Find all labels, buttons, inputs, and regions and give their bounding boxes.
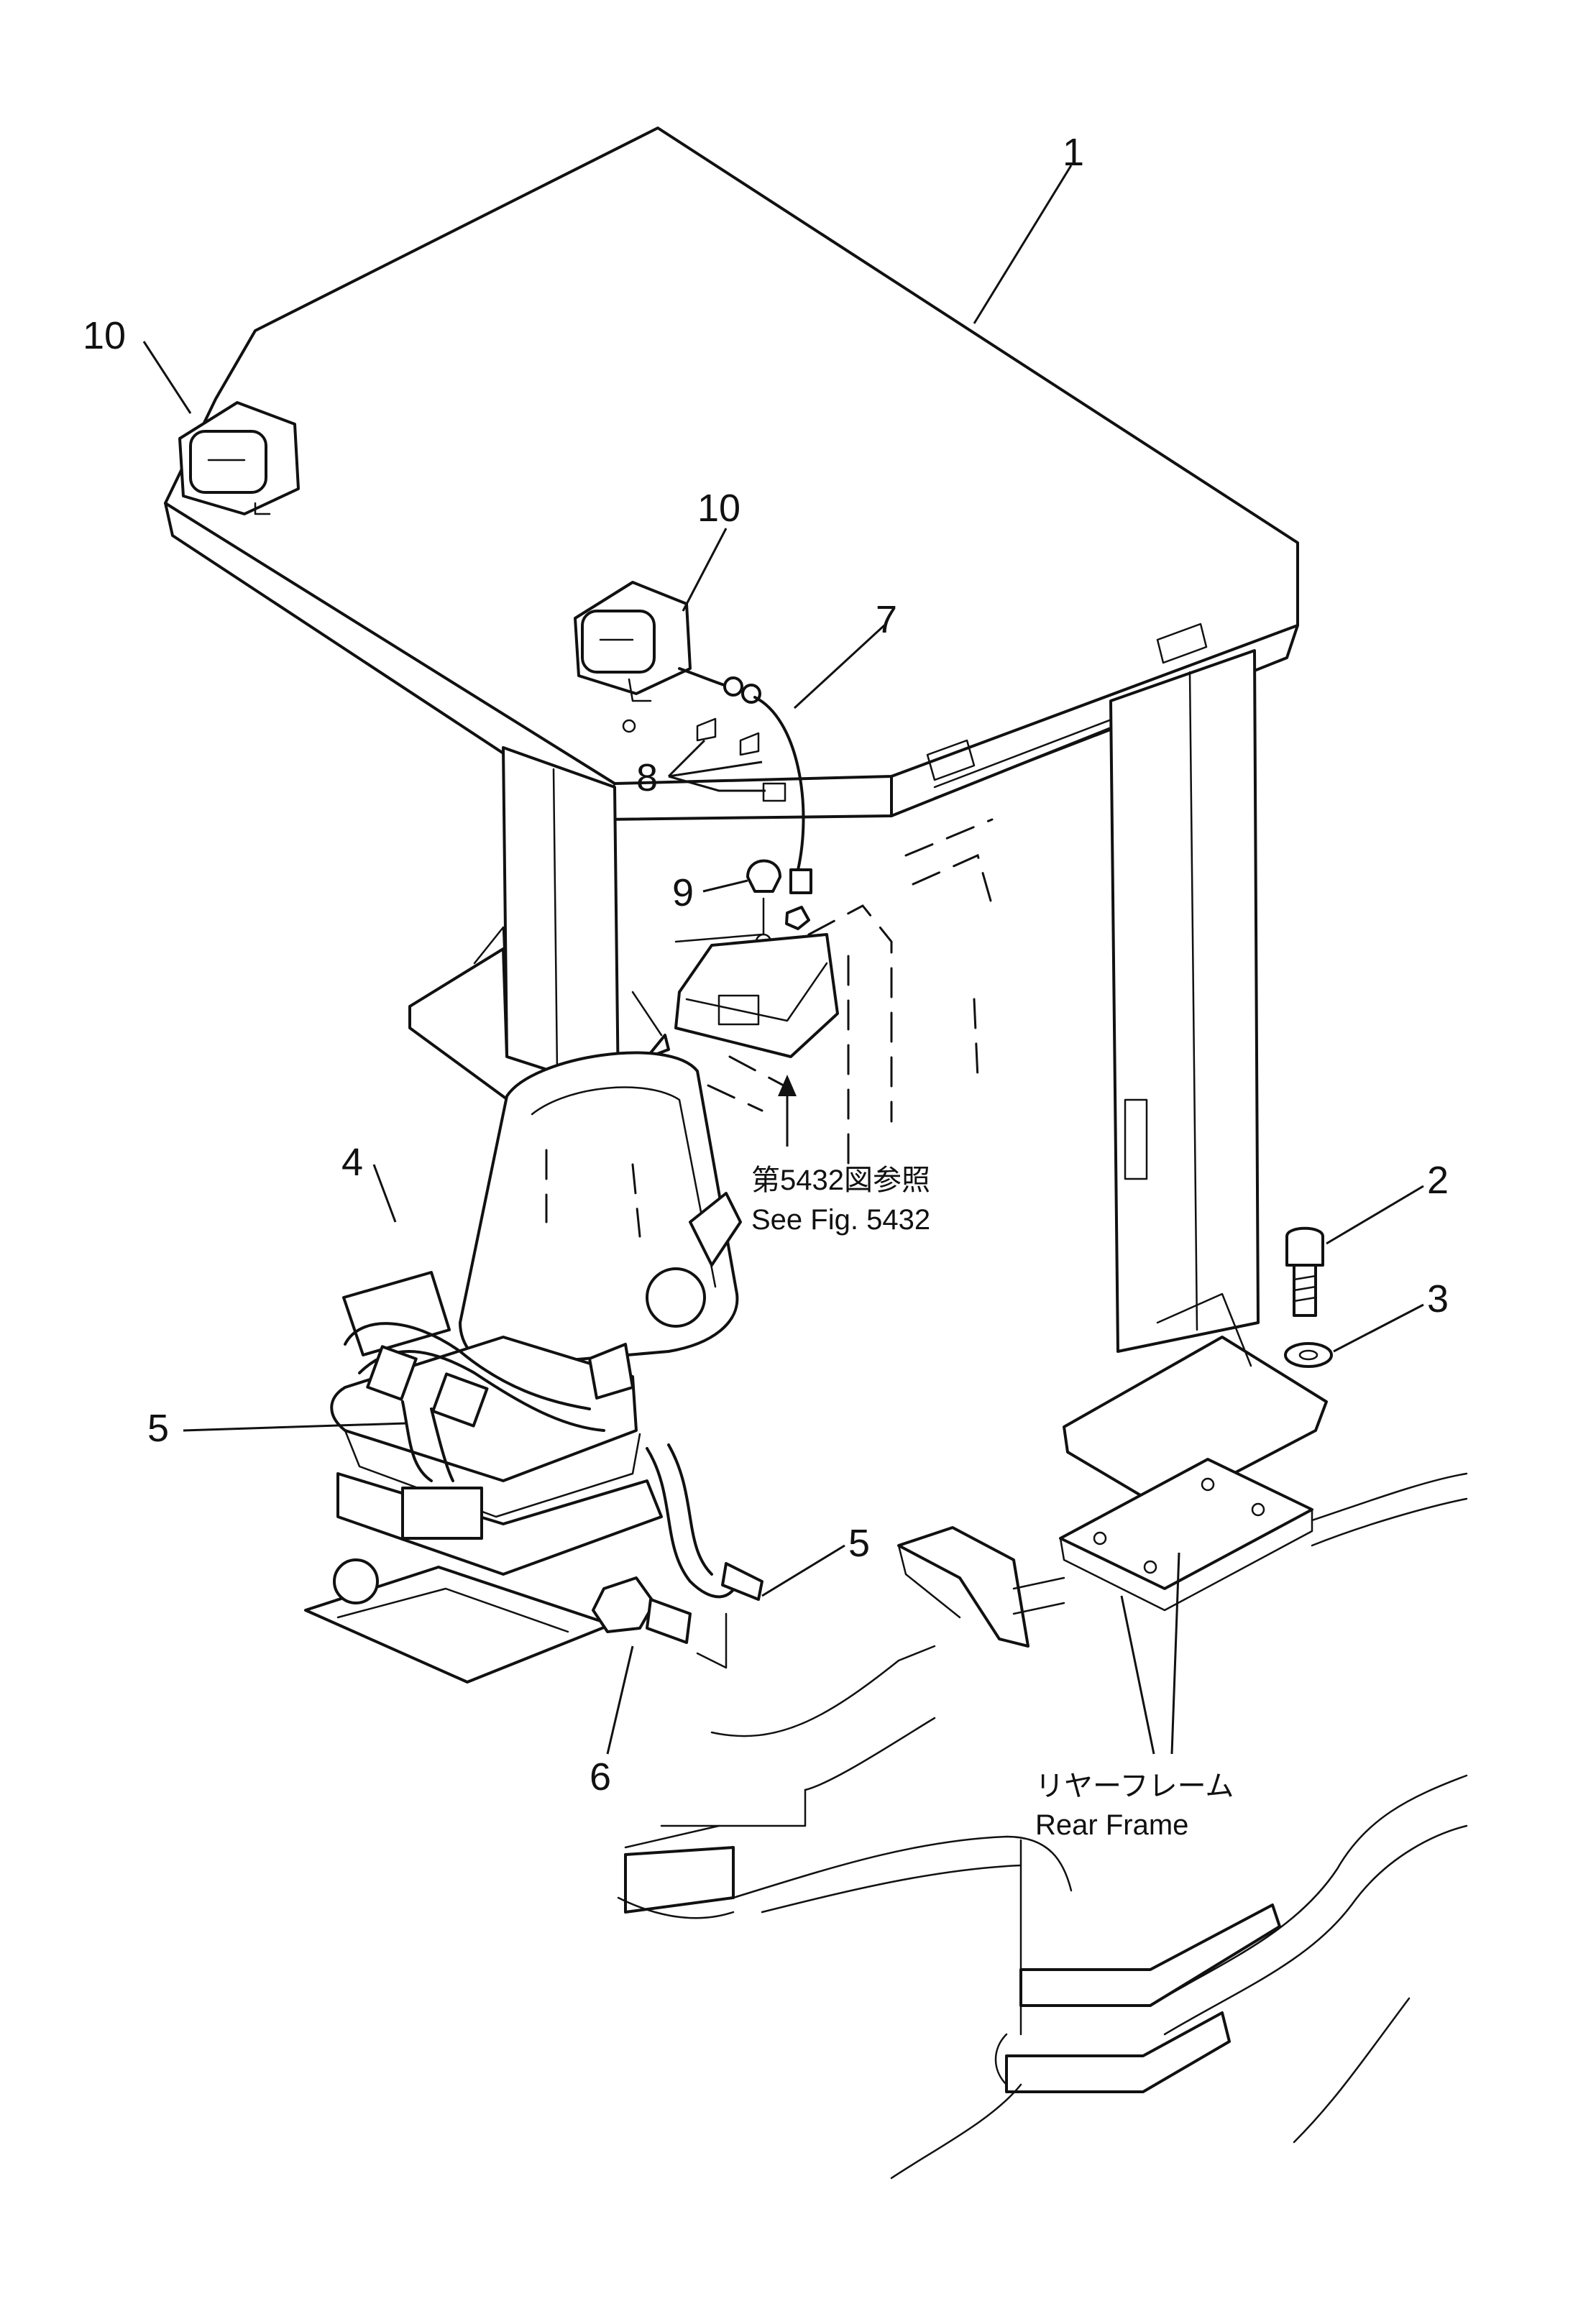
work-lamp-left bbox=[178, 401, 300, 515]
switch-panel bbox=[674, 933, 839, 1058]
rear-frame-japanese: リヤーフレーム bbox=[1035, 1770, 1234, 1802]
reference-notes: 第5432図参照 See Fig. 5432 リヤーフレーム Rear Fram… bbox=[751, 1165, 1234, 1841]
callout-labels: 1 10 10 7 8 9 2 3 4 5 5 6 bbox=[83, 131, 1449, 1799]
rear-frame bbox=[617, 1458, 1468, 2180]
callout-9: 9 bbox=[672, 871, 694, 914]
work-lamp-center bbox=[574, 581, 692, 702]
callout-10-left: 10 bbox=[83, 314, 126, 357]
callout-1: 1 bbox=[1063, 131, 1084, 174]
callout-6: 6 bbox=[590, 1755, 611, 1799]
fig-ref-english: See Fig. 5432 bbox=[751, 1204, 930, 1236]
cab-dashed-outline bbox=[707, 818, 994, 1166]
callout-8: 8 bbox=[636, 756, 658, 799]
washer bbox=[1284, 1342, 1333, 1368]
callout-7: 7 bbox=[876, 598, 897, 641]
rear-frame-english: Rear Frame bbox=[1035, 1809, 1188, 1841]
callout-5-right: 5 bbox=[848, 1522, 870, 1565]
canopy-front-post bbox=[408, 746, 670, 1108]
mounting-bolt bbox=[1285, 1226, 1324, 1317]
callout-10-center: 10 bbox=[697, 487, 740, 530]
callout-5-left: 5 bbox=[147, 1407, 169, 1450]
seat-mounting-bolt bbox=[592, 1576, 728, 1669]
fig-ref-japanese: 第5432図参照 bbox=[751, 1165, 930, 1196]
operator-manual-sheet bbox=[342, 1271, 451, 1356]
callout-2: 2 bbox=[1427, 1159, 1449, 1202]
canopy-rear-post bbox=[1063, 649, 1328, 1511]
operator-seat bbox=[304, 1051, 742, 1684]
wiring-harness bbox=[678, 667, 812, 894]
callout-3: 3 bbox=[1427, 1277, 1449, 1321]
callout-4: 4 bbox=[341, 1141, 363, 1184]
leader-lines bbox=[142, 165, 1424, 1755]
seat-belt bbox=[344, 1322, 763, 1601]
harness-clips bbox=[622, 717, 786, 802]
